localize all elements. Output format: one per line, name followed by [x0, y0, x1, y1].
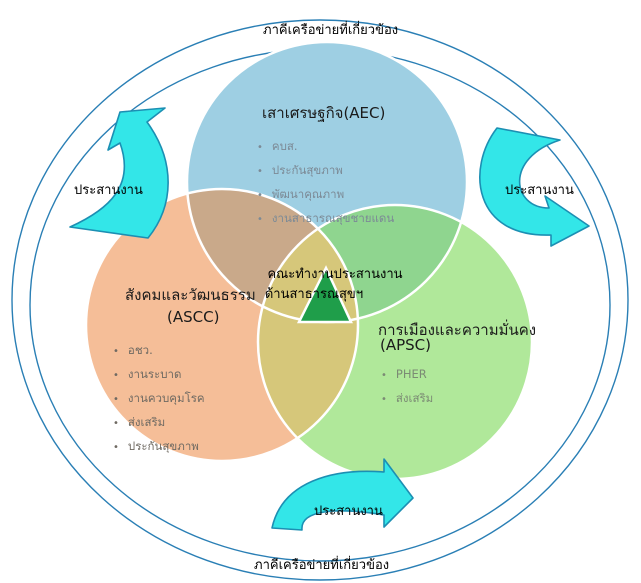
- ascc-title: สังคมและวัฒนธรรม: [125, 286, 256, 304]
- left-curved-arrow: [69, 107, 169, 239]
- aec-title: เสาเศรษฐกิจ(AEC): [262, 104, 386, 122]
- aec-item-list: คบส. ประกันสุขภาพ พัฒนาคุณภาพ งานสาธารณส…: [257, 135, 394, 231]
- aec-item: คบส.: [257, 135, 394, 159]
- apsc-subtitle: (APSC): [380, 336, 432, 354]
- ascc-item: งานควบคุมโรค: [113, 387, 205, 411]
- ascc-item: อชว.: [113, 339, 205, 363]
- apsc-title: การเมืองและความมั่นคง: [378, 321, 537, 339]
- apsc-item: PHER: [381, 363, 433, 387]
- coordination-label-left: ประสานงาน: [74, 183, 143, 198]
- apsc-item: ส่งเสริม: [381, 387, 433, 411]
- aec-item: ประกันสุขภาพ: [257, 159, 394, 183]
- ascc-item: ส่งเสริม: [113, 411, 205, 435]
- network-partners-label-top: ภาคีเครือข่ายที่เกี่ยวข้อง: [263, 23, 399, 38]
- aec-item: พัฒนาคุณภาพ: [257, 183, 394, 207]
- center-title-line2: ด้านสาธารณสุขฯ: [264, 287, 364, 302]
- ascc-subtitle: (ASCC): [167, 308, 220, 326]
- coordination-label-bottom: ประสานงาน: [314, 504, 383, 519]
- coordination-label-right: ประสานงาน: [505, 183, 574, 198]
- center-triangle: [296, 265, 353, 324]
- ascc-item: ประกันสุขภาพ: [113, 435, 205, 459]
- aec-item: งานสาธารณสุขชายแดน: [257, 207, 394, 231]
- apsc-item-list: PHER ส่งเสริม: [381, 363, 433, 411]
- ascc-item: งานระบาด: [113, 363, 205, 387]
- network-partners-label-bottom: ภาคีเครือข่ายที่เกี่ยวข้อง: [254, 558, 390, 573]
- bottom-curved-arrow: [271, 458, 414, 531]
- ascc-item-list: อชว. งานระบาด งานควบคุมโรค ส่งเสริม ประก…: [113, 339, 205, 459]
- outer-ring: [11, 19, 629, 581]
- right-curved-arrow: [479, 127, 590, 247]
- center-title-line1: คณะทำงานประสานงาน: [267, 267, 403, 282]
